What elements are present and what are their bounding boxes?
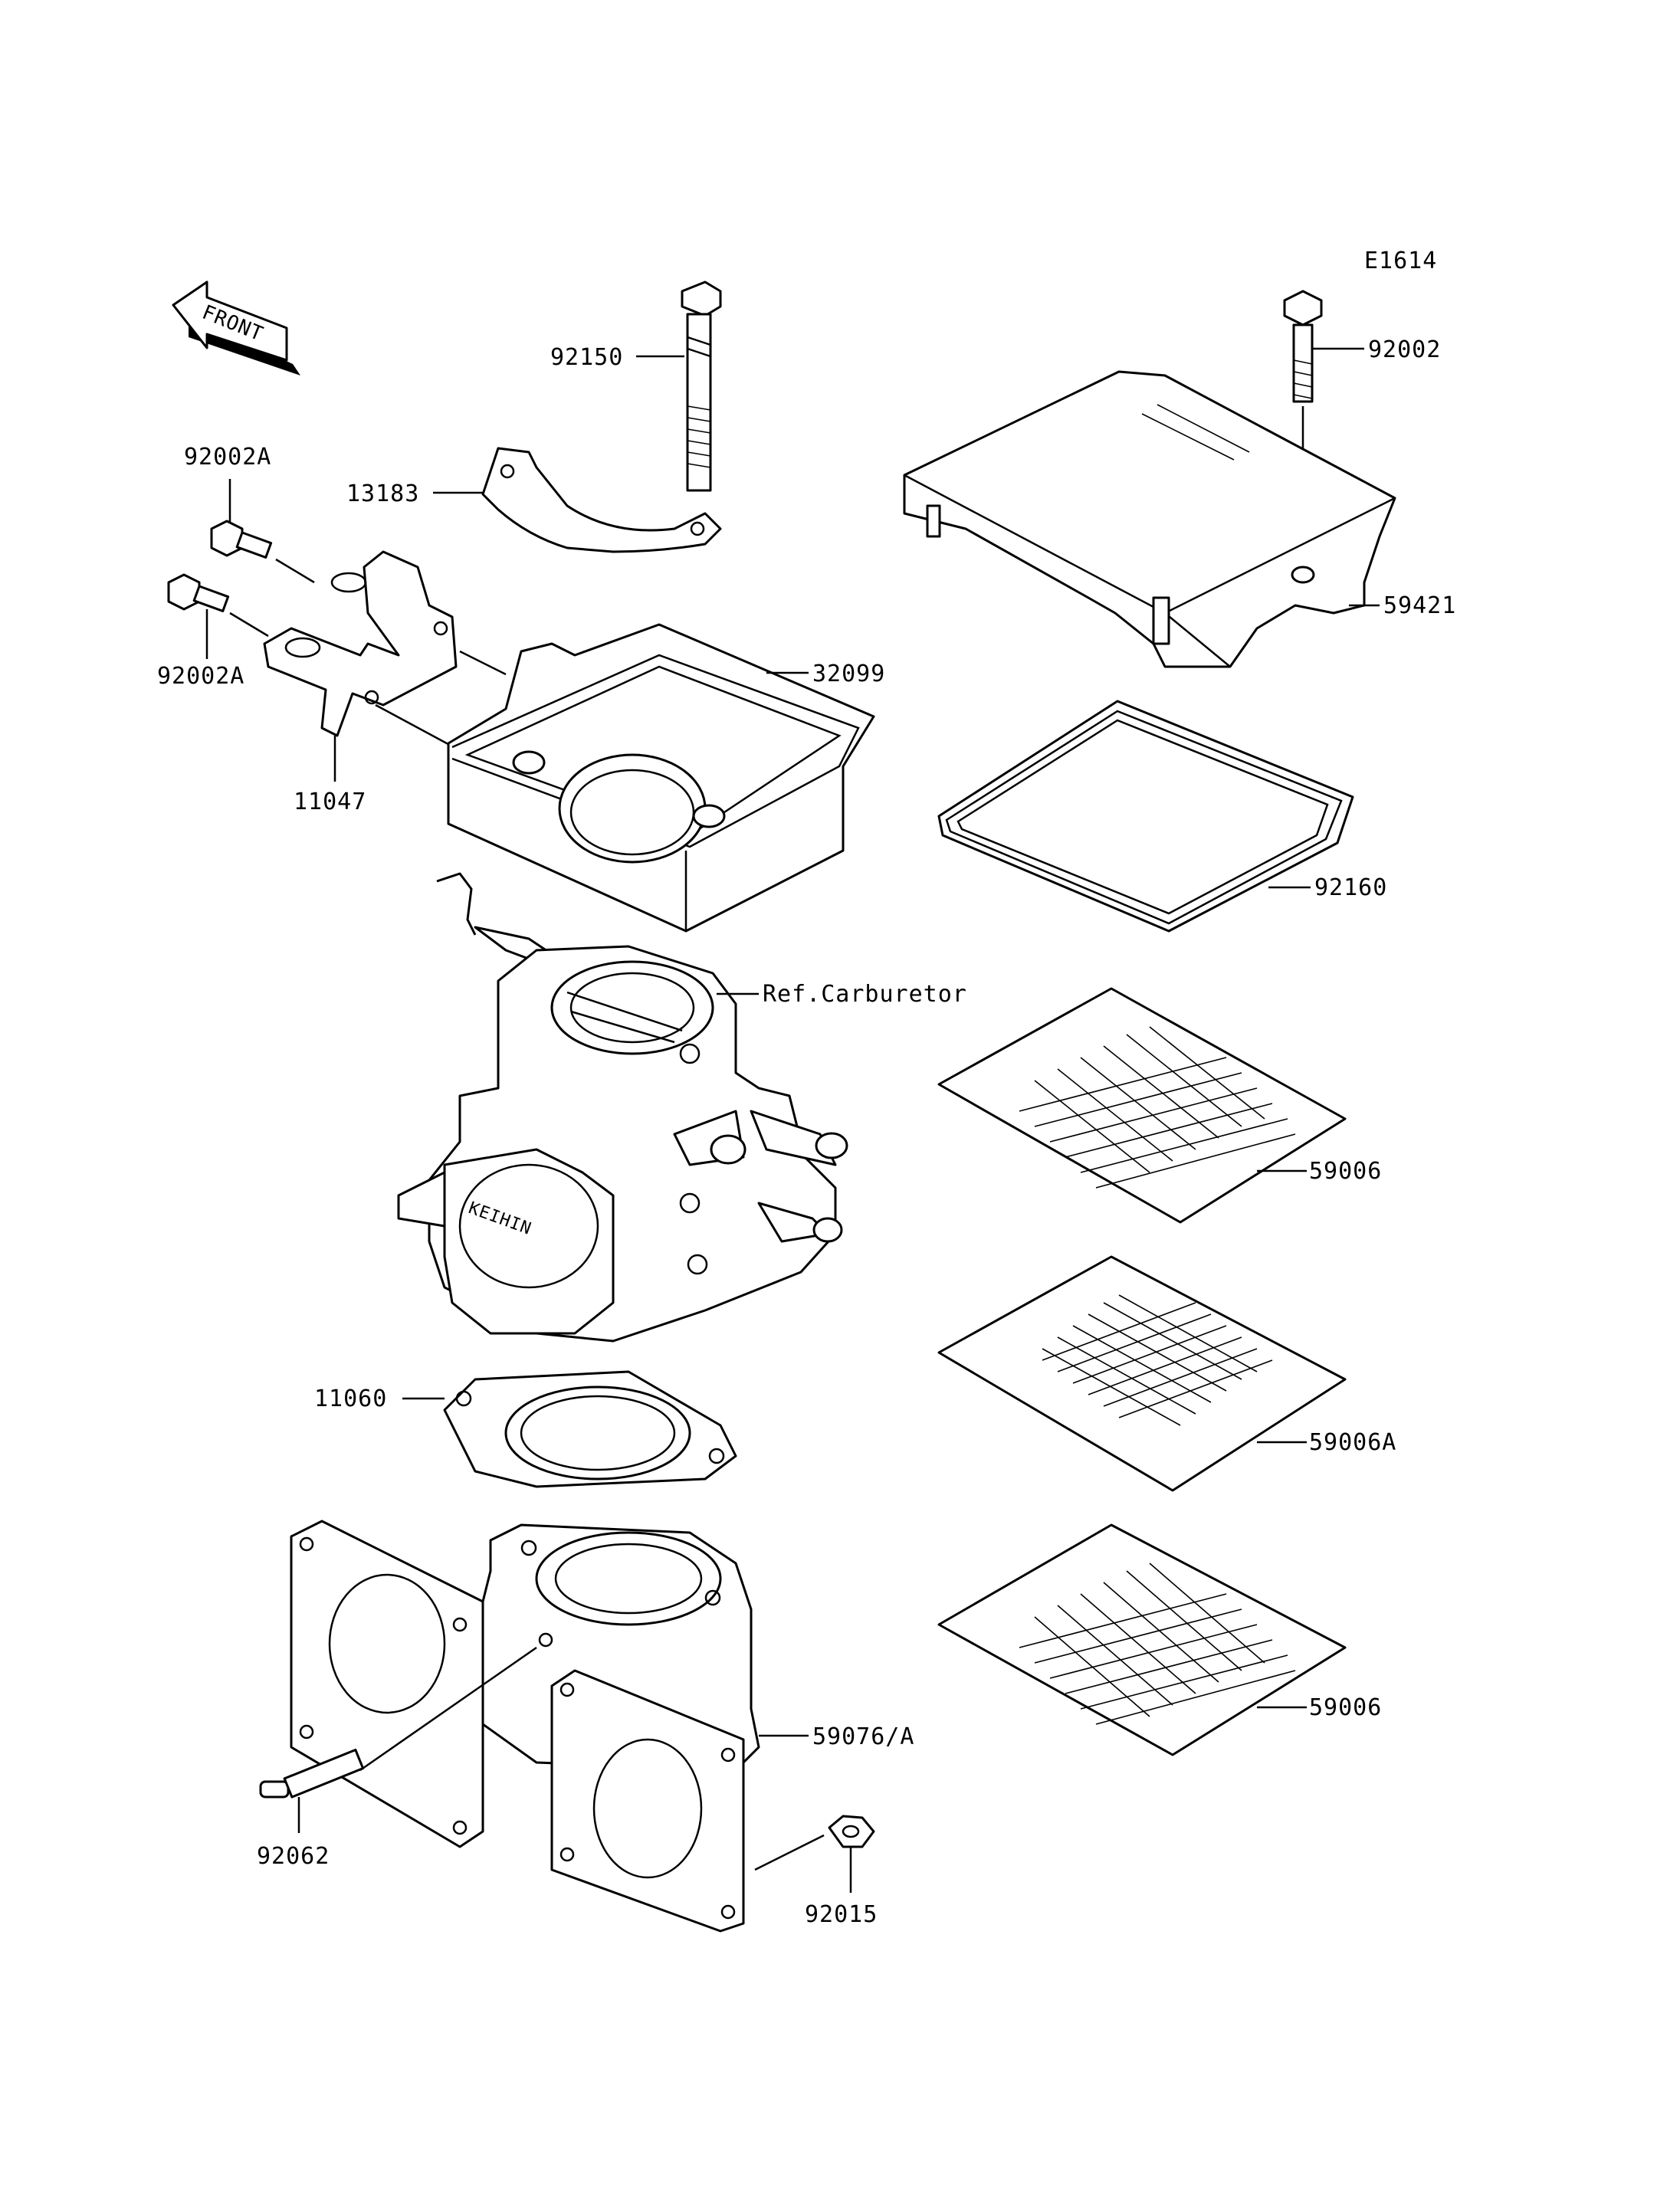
cover-59421 [903,370,1396,668]
label-92150: 92150 [550,344,623,371]
label-59421: 59421 [1383,592,1456,619]
label-59076: 59076/A [812,1723,914,1750]
label-11047: 11047 [294,789,366,815]
label-92015: 92015 [805,1901,878,1928]
screen-59006-top [937,987,1347,1224]
carburetor: KEIHIN [397,872,848,1343]
clamp-13183 [433,447,722,553]
gasket-92160 [937,700,1354,933]
label-59006A: 59006A [1309,1429,1396,1456]
bolt-92002 [1283,290,1364,567]
label-ref-carburetor: Ref.Carburetor [763,981,967,1008]
label-59006-bottom: 59006 [1309,1694,1382,1721]
label-92160: 92160 [1314,874,1387,901]
screen-59006A [937,1255,1347,1492]
gasket-11060 [402,1370,737,1488]
figure-code: E1614 [1364,248,1437,274]
bolt-92002A-bottom [167,573,269,659]
nut-92015 [754,1815,875,1893]
fitting-92062 [259,1646,537,1833]
intake-manifold-59076 [290,1520,809,1933]
bolt-92002A-top [210,479,315,584]
airbox-case-32099 [447,623,875,933]
label-59006-top: 59006 [1309,1158,1382,1185]
label-92002: 92002 [1368,336,1441,363]
label-13183: 13183 [346,480,419,507]
label-11060: 11060 [314,1385,387,1412]
front-arrow-icon: FRONT [172,280,300,375]
bracket-11047 [263,550,507,782]
screen-59006-bottom [937,1523,1347,1756]
label-92062: 92062 [257,1843,330,1870]
label-92002A-top: 92002A [184,444,271,471]
bolt-92150 [636,280,722,492]
label-92002A-bottom: 92002A [157,663,244,690]
label-32099: 32099 [812,661,885,687]
